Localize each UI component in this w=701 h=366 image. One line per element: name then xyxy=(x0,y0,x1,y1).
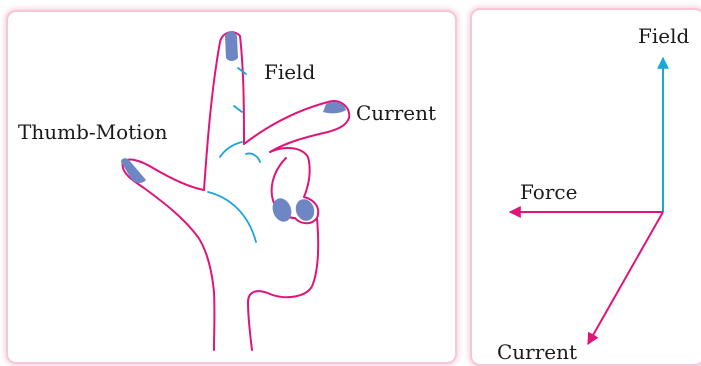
index-nail xyxy=(225,32,238,62)
hand-illustration xyxy=(8,12,455,362)
vector-diagram-panel: Field Force Current xyxy=(470,8,701,366)
vector-field-label: Field xyxy=(638,26,689,46)
vector-force-label: Force xyxy=(520,182,577,202)
palm-crease xyxy=(208,192,256,242)
hand-current-label: Current xyxy=(356,103,436,123)
vector-current-label: Current xyxy=(497,342,577,362)
palm-right-outline xyxy=(248,218,318,302)
hand-thumb-label: Thumb-Motion xyxy=(18,122,168,142)
hand-diagram-panel: Field Current Thumb-Motion xyxy=(6,10,457,364)
finger-crease-4 xyxy=(246,153,260,162)
thumb-outline xyxy=(123,160,215,350)
wrist-outline xyxy=(248,302,252,350)
index-crease-2 xyxy=(234,106,242,112)
current-arrow xyxy=(588,212,663,344)
finger-crease-3 xyxy=(220,142,242,157)
hand-field-label: Field xyxy=(264,62,315,82)
vector-diagram xyxy=(472,10,701,364)
index-finger-outline xyxy=(204,32,244,190)
